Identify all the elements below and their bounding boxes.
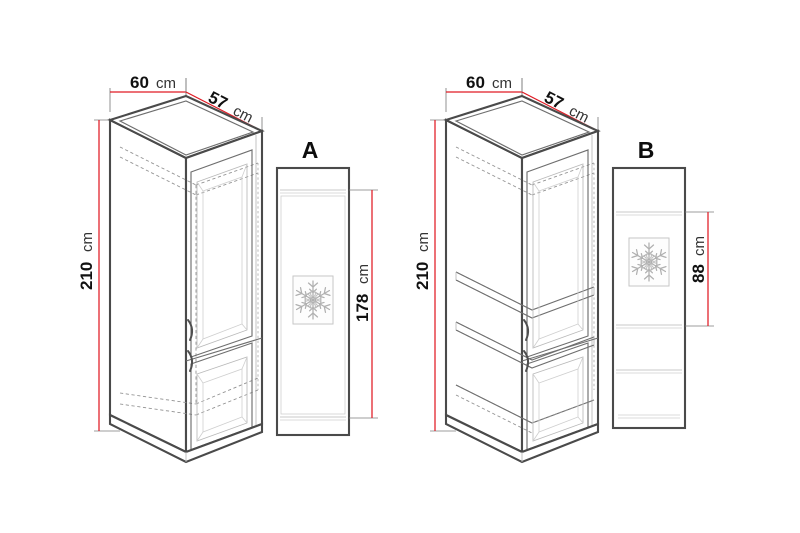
- cabinet-right-door-split: [521, 337, 599, 362]
- panel-b-height-unit: cm: [691, 236, 708, 256]
- cabinet-left: [107, 94, 265, 464]
- right-height-dimension: 210 cm: [413, 119, 456, 432]
- left-width-value: 60: [130, 73, 149, 92]
- panel-b-height-dimension: 88 cm: [685, 211, 714, 327]
- panel-a-letter: A: [302, 137, 319, 163]
- cabinet-left-side-face: [108, 118, 188, 454]
- right-height-value: 210: [413, 262, 432, 290]
- left-width-unit: cm: [156, 75, 176, 92]
- cabinet-right: [443, 94, 601, 464]
- panel-a-height-dimension: 178 cm: [349, 189, 378, 419]
- panel-b-face[interactable]: [611, 166, 687, 430]
- cabinet-right-shelf-3: [455, 384, 595, 434]
- cabinet-right-top-inset: [454, 100, 591, 156]
- panel-a-group: A: [275, 137, 378, 437]
- handle-icon-lower-right[interactable]: [523, 350, 530, 372]
- cabinet-left-plinth: [108, 413, 264, 464]
- panel-a-height-value: 178: [353, 294, 372, 322]
- panel-b-height-value: 88: [689, 264, 708, 283]
- cabinet-left-handles[interactable]: [187, 319, 194, 372]
- handle-icon-lower-left[interactable]: [187, 350, 194, 372]
- right-figure: 60 cm 57 cm 210 cm: [413, 73, 714, 464]
- left-figure: 60 cm 57 cm 210 cm: [77, 73, 378, 464]
- left-width-dimension: 60 cm: [109, 73, 187, 112]
- cabinet-left-door-split: [185, 337, 263, 362]
- cabinet-right-hidden-edges: [455, 146, 595, 390]
- left-height-dimension: 210 cm: [77, 119, 120, 432]
- cabinet-left-hidden-edges: [119, 146, 259, 416]
- handle-icon-upper-right[interactable]: [523, 319, 530, 341]
- right-width-unit: cm: [492, 75, 512, 92]
- cabinet-right-shelf-1: [455, 271, 595, 319]
- right-width-value: 60: [466, 73, 485, 92]
- right-height-unit: cm: [415, 232, 432, 252]
- cabinet-left-top-inset: [118, 100, 255, 156]
- handle-icon-upper-left[interactable]: [187, 319, 194, 341]
- left-height-value: 210: [77, 262, 96, 290]
- panel-b-letter: B: [638, 137, 655, 163]
- cabinet-right-upper-door[interactable]: [526, 149, 589, 358]
- panel-b-group: B: [611, 137, 714, 430]
- cabinet-right-shelf-2: [455, 321, 595, 369]
- panel-a-height-unit: cm: [355, 264, 372, 284]
- cabinet-right-handles[interactable]: [523, 319, 530, 372]
- panel-b-ornament: [628, 237, 670, 287]
- cabinet-right-plinth: [444, 413, 600, 464]
- left-height-unit: cm: [79, 232, 96, 252]
- cabinet-left-upper-door[interactable]: [190, 149, 253, 358]
- panel-a-ornament: [292, 275, 334, 325]
- right-width-dimension: 60 cm: [445, 73, 523, 112]
